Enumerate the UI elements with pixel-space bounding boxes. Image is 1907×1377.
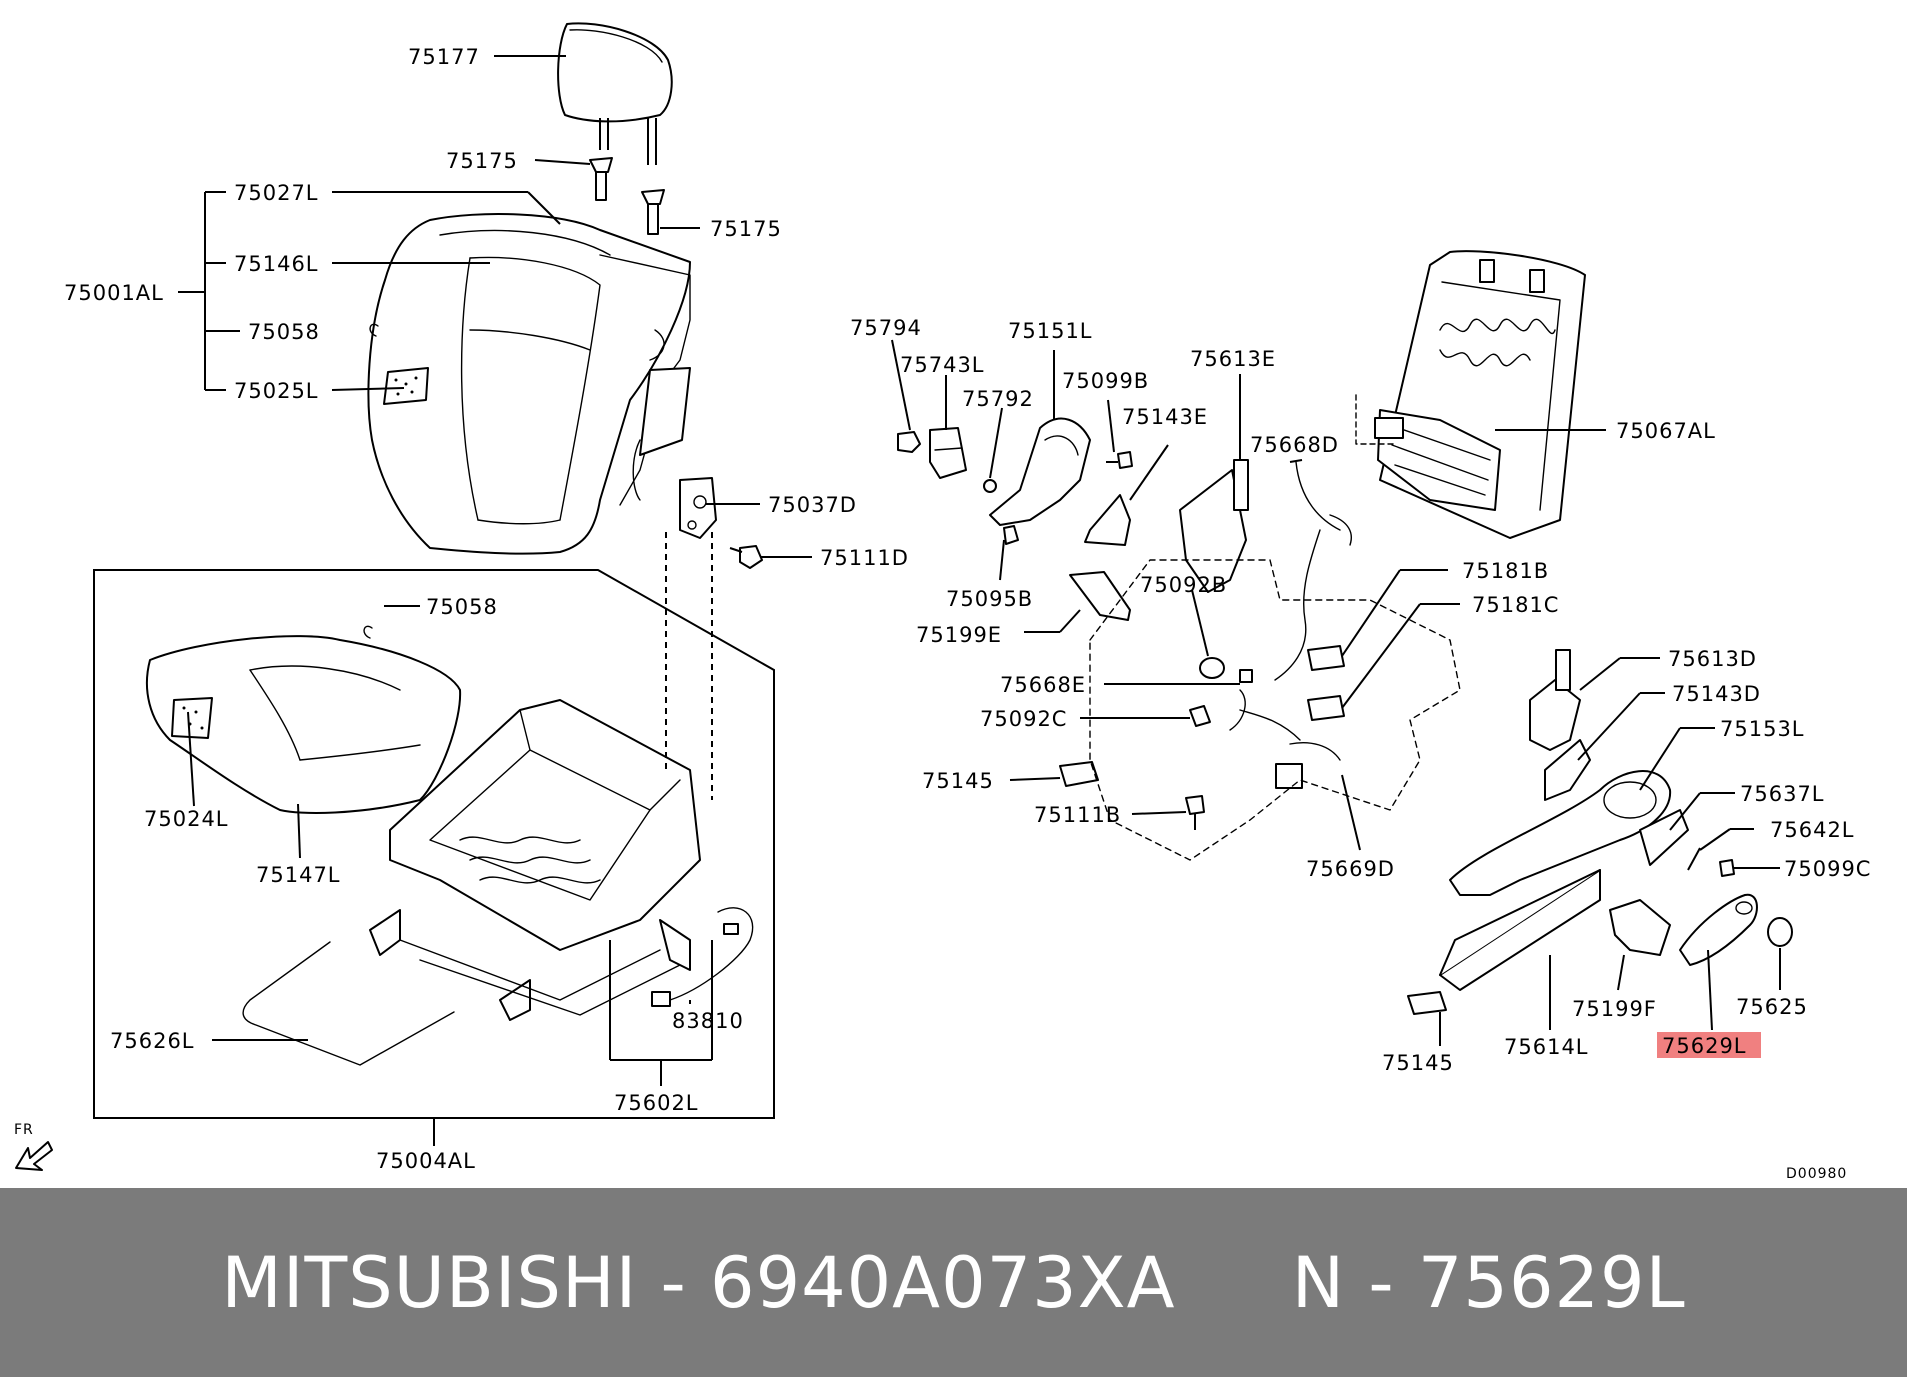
- label-75099C: 75099C: [1784, 857, 1871, 881]
- label-75668D: 75668D: [1250, 433, 1339, 457]
- front-direction-arrow: [15, 1141, 53, 1171]
- label-75092C: 75092C: [980, 707, 1067, 731]
- label-fr-direction: FR: [14, 1122, 34, 1138]
- label-75145-right: 75145: [1382, 1051, 1454, 1075]
- headrest-guides: [589, 157, 665, 235]
- nut-75794: [897, 431, 921, 453]
- label-83810: 83810: [672, 1009, 744, 1033]
- label-75181B: 75181B: [1462, 559, 1549, 583]
- label-75027L: 75027L: [234, 181, 319, 205]
- label-75058-lower: 75058: [426, 595, 498, 619]
- label-75025L: 75025L: [234, 379, 319, 403]
- label-75668E: 75668E: [1000, 673, 1086, 697]
- label-75743L: 75743L: [900, 353, 985, 377]
- recliner-bracket: [679, 477, 717, 539]
- label-75111D: 75111D: [820, 546, 909, 570]
- leaders-right: [891, 339, 1781, 1046]
- wire-75626L: [242, 941, 455, 1066]
- seat-back-frame-edge: [599, 254, 691, 506]
- headrest: [557, 22, 673, 165]
- label-75199F: 75199F: [1572, 997, 1657, 1021]
- label-75175-b: 75175: [710, 217, 782, 241]
- label-75037D: 75037D: [768, 493, 857, 517]
- label-75004AL: 75004AL: [376, 1149, 476, 1173]
- highlight-box: [1657, 1032, 1761, 1058]
- label-75143E: 75143E: [1122, 405, 1208, 429]
- label-75058-upper: 75058: [248, 320, 320, 344]
- label-75602L: 75602L: [614, 1091, 699, 1115]
- label-75153L: 75153L: [1720, 717, 1805, 741]
- label-75626L: 75626L: [110, 1029, 195, 1053]
- label-75642L: 75642L: [1770, 818, 1855, 842]
- pad-75145-right: [1407, 991, 1447, 1015]
- cover-75199E: [1069, 571, 1131, 621]
- label-75199E: 75199E: [916, 623, 1002, 647]
- label-75146L: 75146L: [234, 252, 319, 276]
- connector-75181B: [1307, 645, 1345, 671]
- label-75147L: 75147L: [256, 863, 341, 887]
- label-75614L: 75614L: [1504, 1035, 1589, 1059]
- label-75625: 75625: [1736, 995, 1808, 1019]
- harness-75668D: [1274, 461, 1352, 681]
- washer-75792: [983, 479, 997, 493]
- label-75095B: 75095B: [946, 587, 1033, 611]
- label-75001AL: 75001AL: [64, 281, 164, 305]
- part-labels: 75177 75175 75175 75027L 75146L 75001AL …: [14, 45, 1871, 1182]
- label-75637L: 75637L: [1740, 782, 1825, 806]
- connector-75181C: [1307, 695, 1345, 721]
- buckle-75743L: [929, 427, 967, 479]
- seat-cushion-box: [93, 569, 775, 1119]
- leaders-left: [187, 55, 812, 1146]
- label-75613D: 75613D: [1668, 647, 1757, 671]
- harness-75669D: [1275, 742, 1341, 789]
- label-75177: 75177: [408, 45, 480, 69]
- diagram-code: D00980: [1786, 1166, 1847, 1182]
- label-75024L: 75024L: [144, 807, 229, 831]
- cover-75199F: [1609, 899, 1671, 956]
- label-75111B: 75111B: [1034, 803, 1121, 827]
- bushing-75092B: [1199, 657, 1225, 679]
- label-75099B: 75099B: [1062, 369, 1149, 393]
- part-number-caption: MITSUBISHI - 6940A073XA N - 75629L: [221, 1241, 1686, 1324]
- label-75143D: 75143D: [1672, 682, 1761, 706]
- diagram-canvas: 75177 75175 75175 75027L 75146L 75001AL …: [14, 22, 1871, 1182]
- label-75145-left: 75145: [922, 769, 994, 793]
- bushing-75092C: [1189, 705, 1211, 727]
- cover-75614L: [1439, 869, 1601, 991]
- harness-83810: [651, 907, 754, 1007]
- label-75792: 75792: [962, 387, 1034, 411]
- harness-75668E: [1229, 669, 1301, 741]
- pin-75642L: [1687, 847, 1701, 871]
- label-75151L: 75151L: [1008, 319, 1093, 343]
- cover-75613D: [1529, 649, 1581, 751]
- label-75092B: 75092B: [1140, 573, 1227, 597]
- bolt-75111B: [1185, 795, 1205, 830]
- label-75669D: 75669D: [1306, 857, 1395, 881]
- seat-cushion: [146, 635, 462, 814]
- label-75629L-highlighted: 75629L: [1662, 1034, 1747, 1058]
- label-75067AL: 75067AL: [1616, 419, 1716, 443]
- clip-75058-lower: [363, 625, 373, 639]
- clip-75095B: [1003, 525, 1019, 545]
- label-75175-a: 75175: [446, 149, 518, 173]
- clip-75058-upper: [369, 323, 379, 337]
- label-75613E: 75613E: [1190, 347, 1276, 371]
- cover-75143E: [1084, 494, 1131, 546]
- bolt-75111D: [729, 545, 763, 569]
- pad-75145-left: [1059, 761, 1099, 787]
- bolt-75099B: [1106, 451, 1133, 469]
- lumbar-75067AL: [1374, 409, 1501, 511]
- cover-75151L: [989, 417, 1091, 526]
- bolt-75099C: [1719, 859, 1735, 877]
- cover-75143D: [1544, 739, 1591, 801]
- seat-frame: [369, 699, 701, 1021]
- footer-banner: MITSUBISHI - 6940A073XA N - 75629L: [0, 1188, 1907, 1377]
- seat-back-cushion: [367, 213, 691, 555]
- label-75181C: 75181C: [1472, 593, 1559, 617]
- cap-75625: [1767, 917, 1793, 947]
- label-75794: 75794: [850, 316, 922, 340]
- lever-75629L: [1679, 893, 1758, 966]
- parts-diagram: 75177 75175 75175 75027L 75146L 75001AL …: [14, 22, 1871, 1182]
